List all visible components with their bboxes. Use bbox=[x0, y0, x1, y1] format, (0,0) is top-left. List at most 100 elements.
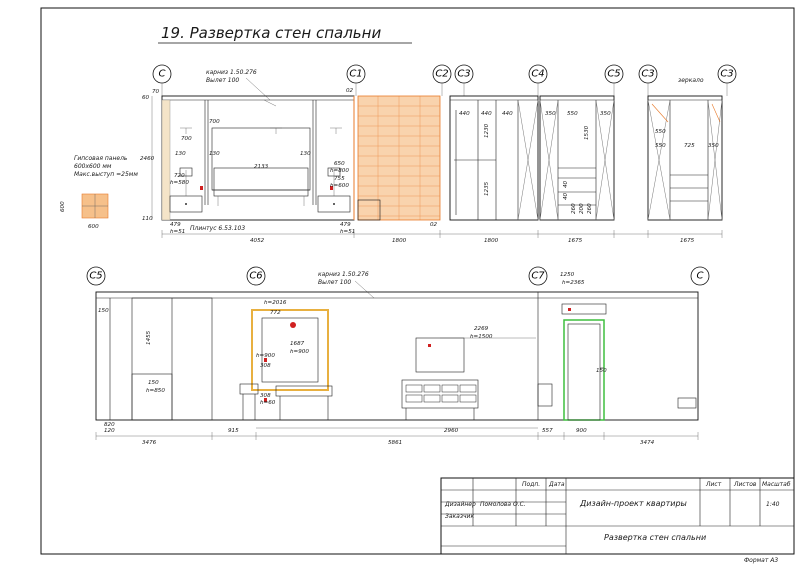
project-name: Дизайн-проект квартиры bbox=[579, 499, 687, 508]
svg-text:60: 60 bbox=[142, 95, 150, 101]
panel-note: Гипсовая панель bbox=[74, 155, 128, 162]
svg-text:1530: 1530 bbox=[584, 125, 590, 140]
bottom-elevation: С5 С6 С7 С карниз 1.50.276 Вылет 100 150… bbox=[86, 266, 710, 446]
svg-text:С3: С3 bbox=[720, 69, 733, 80]
panel-note: 600х600 мм bbox=[74, 163, 112, 170]
svg-text:02: 02 bbox=[430, 222, 438, 228]
svg-text:120: 120 bbox=[104, 428, 115, 434]
svg-text:С2: С2 bbox=[435, 69, 448, 80]
svg-text:1800: 1800 bbox=[392, 238, 407, 244]
svg-text:440: 440 bbox=[481, 111, 492, 117]
axis-marker: С2 bbox=[432, 64, 452, 84]
svg-text:900: 900 bbox=[576, 428, 587, 434]
sheet-frame bbox=[40, 7, 795, 555]
header-scale: Масштаб bbox=[762, 481, 791, 488]
svg-text:600: 600 bbox=[88, 224, 99, 230]
svg-text:1250: 1250 bbox=[560, 272, 575, 278]
svg-text:h=51: h=51 bbox=[340, 229, 355, 235]
svg-text:С5: С5 bbox=[607, 69, 620, 80]
svg-text:h=800: h=800 bbox=[330, 168, 349, 174]
scale-value: 1:40 bbox=[766, 501, 780, 508]
svg-text:С: С bbox=[697, 271, 704, 282]
svg-text:1675: 1675 bbox=[680, 238, 695, 244]
svg-text:2269: 2269 bbox=[474, 326, 489, 332]
svg-text:130: 130 bbox=[175, 151, 186, 157]
svg-text:2133: 2133 bbox=[254, 164, 269, 170]
top-elevations: С С1 С2 С3 С4 С5 С3 С3 карниз 1.50.276 В… bbox=[60, 64, 737, 244]
svg-text:С4: С4 bbox=[531, 69, 544, 80]
mirror-label: зеркало bbox=[678, 77, 704, 84]
svg-text:40: 40 bbox=[563, 192, 569, 200]
header-sheet: Лист bbox=[705, 481, 722, 488]
svg-text:С1: С1 bbox=[349, 69, 362, 80]
svg-text:С6: С6 bbox=[249, 271, 262, 282]
axis-marker: С5 bbox=[604, 64, 624, 84]
svg-text:2460: 2460 bbox=[140, 156, 155, 162]
svg-text:350: 350 bbox=[600, 111, 611, 117]
svg-text:550: 550 bbox=[655, 143, 666, 149]
svg-text:650: 650 bbox=[334, 161, 345, 167]
svg-text:130: 130 bbox=[209, 151, 220, 157]
svg-text:440: 440 bbox=[459, 111, 470, 117]
svg-text:02: 02 bbox=[346, 88, 354, 94]
svg-text:1675: 1675 bbox=[568, 238, 583, 244]
svg-text:308: 308 bbox=[260, 363, 271, 369]
svg-text:h=600: h=600 bbox=[330, 183, 349, 189]
svg-text:h=1500: h=1500 bbox=[470, 334, 493, 340]
svg-text:5861: 5861 bbox=[388, 440, 402, 446]
axis-marker: С bbox=[152, 64, 172, 84]
svg-text:1687: 1687 bbox=[290, 341, 305, 347]
svg-text:h=580: h=580 bbox=[170, 180, 189, 186]
svg-text:755: 755 bbox=[334, 176, 345, 182]
svg-text:h=2016: h=2016 bbox=[264, 300, 287, 306]
panel-note: Макс.выступ =25мм bbox=[74, 171, 138, 178]
svg-text:150: 150 bbox=[98, 308, 109, 314]
svg-text:h=2365: h=2365 bbox=[562, 280, 585, 286]
role-customer: Заказчик bbox=[445, 513, 474, 520]
header-sheets: Листов bbox=[733, 481, 757, 488]
svg-text:С3: С3 bbox=[641, 69, 654, 80]
format-label: Формат А3 bbox=[744, 557, 778, 564]
svg-text:40: 40 bbox=[563, 180, 569, 188]
sheet-name: Развертка стен спальни bbox=[604, 533, 706, 542]
svg-text:720: 720 bbox=[174, 173, 185, 179]
svg-text:110: 110 bbox=[142, 216, 153, 222]
svg-text:h=900: h=900 bbox=[290, 349, 309, 355]
svg-text:4052: 4052 bbox=[250, 238, 265, 244]
svg-text:С: С bbox=[159, 69, 166, 80]
svg-text:1455: 1455 bbox=[146, 330, 152, 345]
svg-text:130: 130 bbox=[300, 151, 311, 157]
sheet-title: 19. Развертка стен спальни bbox=[161, 24, 381, 42]
svg-text:772: 772 bbox=[270, 310, 281, 316]
cornice-offset: Вылет 100 bbox=[206, 77, 239, 84]
axis-marker: С3 bbox=[717, 64, 737, 84]
svg-text:915: 915 bbox=[228, 428, 239, 434]
axis-marker: С7 bbox=[528, 266, 548, 286]
axis-marker: С5 bbox=[86, 266, 106, 286]
svg-text:С7: С7 bbox=[531, 271, 545, 282]
svg-text:260: 260 bbox=[571, 203, 577, 214]
svg-text:h=900: h=900 bbox=[256, 353, 275, 359]
svg-text:725: 725 bbox=[684, 143, 695, 149]
svg-text:h=850: h=850 bbox=[146, 388, 165, 394]
svg-text:260: 260 bbox=[587, 203, 593, 214]
svg-text:Вылет 100: Вылет 100 bbox=[318, 279, 351, 286]
svg-text:1230: 1230 bbox=[484, 123, 490, 138]
svg-text:h=60: h=60 bbox=[260, 400, 276, 406]
svg-text:550: 550 bbox=[655, 129, 666, 135]
svg-text:С5: С5 bbox=[89, 271, 102, 282]
designer-name: Помолова О.С. bbox=[480, 501, 526, 508]
svg-text:600: 600 bbox=[60, 201, 66, 212]
svg-text:557: 557 bbox=[542, 428, 553, 434]
svg-text:h=51: h=51 bbox=[170, 229, 185, 235]
svg-text:70: 70 bbox=[152, 89, 160, 95]
svg-text:550: 550 bbox=[567, 111, 578, 117]
svg-text:3474: 3474 bbox=[640, 440, 655, 446]
svg-text:820: 820 bbox=[104, 422, 115, 428]
svg-text:2960: 2960 bbox=[444, 428, 459, 434]
svg-text:700: 700 bbox=[181, 136, 192, 142]
svg-text:150: 150 bbox=[148, 380, 159, 386]
svg-text:350: 350 bbox=[708, 143, 719, 149]
title-block: Подп. Дата Лист Листов Масштаб Дизайнер … bbox=[440, 477, 795, 564]
